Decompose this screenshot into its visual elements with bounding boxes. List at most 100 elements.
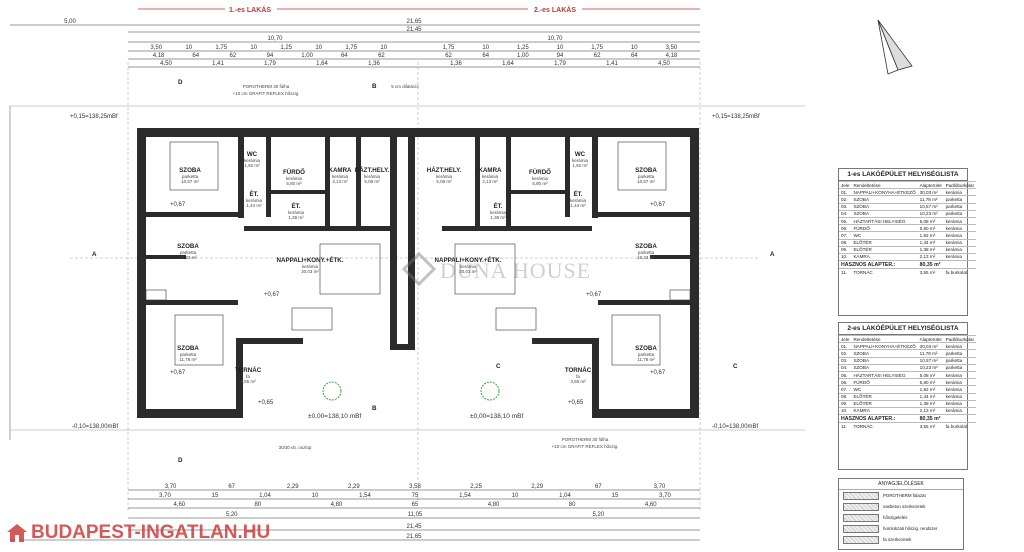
table-cell: SZOBA — [851, 356, 918, 365]
duna-house-logo-icon — [401, 251, 437, 287]
room-name: ÉT. — [494, 202, 503, 210]
table-cell: KAMRA — [851, 406, 918, 415]
col-header: Jele — [839, 180, 852, 189]
room-floor: kerámia — [570, 198, 587, 203]
legend-item: vasbeton szerkezetek — [839, 501, 963, 512]
legend-item: homlokzati hőszig. rendszer — [839, 523, 963, 534]
dim-bottom-row1: 2,29 — [531, 484, 543, 490]
table-cell: 06. — [839, 224, 852, 232]
dim-bottom-row1: 3,70 — [165, 484, 177, 490]
table-cell: 30,03 m² — [917, 342, 944, 350]
table-cell: 05. — [839, 216, 852, 225]
table-cell: 05. — [839, 370, 852, 379]
dim-bottom-row3: 80 — [255, 502, 262, 508]
table-cell: 2,13 m² — [917, 406, 944, 415]
dim-row3-right: 1,00 — [517, 53, 529, 59]
level-p065-1: +0,65 — [258, 400, 274, 406]
top-dimensions — [10, 24, 700, 68]
interior-walls — [146, 128, 690, 305]
table-cell: ELŐTÉR — [851, 245, 918, 254]
table-cell: FÜRDŐ — [851, 224, 918, 232]
room-name: SZOBA — [179, 167, 201, 174]
section-markers: A A C C D D B B — [92, 79, 775, 464]
sum-label: HASZNOS ALAPTER.: — [839, 260, 918, 269]
table-cell: 10,23 m² — [917, 209, 944, 218]
room-name: SZOBA — [177, 243, 199, 250]
dim-row4-right: 1,41 — [606, 61, 618, 67]
room-floor: parketta — [182, 174, 199, 179]
sum-label: HASZNOS ALAPTER.: — [839, 414, 918, 423]
room-name: KAMRA — [478, 167, 502, 174]
table-cell: 5,08 m² — [917, 370, 944, 379]
col-header: Jele — [839, 334, 852, 343]
table-cell: 30,03 m² — [917, 188, 944, 196]
room-area: 1,92 m² — [572, 163, 588, 168]
room-name: WC — [575, 151, 586, 158]
dim-overall-c: 21,45 — [406, 27, 422, 33]
level-bottom-left: -0,10=138,00mBf — [72, 424, 119, 430]
dim-row2-right: 1,75 — [591, 45, 603, 51]
table-cell: SZOBA — [851, 349, 918, 358]
table-cell: 01. — [839, 188, 852, 196]
table-cell: 09. — [839, 399, 852, 408]
room-name: SZOBA — [635, 243, 657, 250]
room-floor: kerámia — [490, 210, 507, 215]
level-p067-6: +0,67 — [650, 370, 666, 376]
room-floor: parketta — [180, 352, 197, 357]
dim-bottom-row2: 10 — [512, 493, 519, 499]
table-cell: KAMRA — [851, 252, 918, 261]
room-area: 30,03 m² — [301, 269, 319, 274]
dim-bottom-row2: 1,54 — [459, 493, 471, 499]
note-top-wall: POROTHERM 30 fúlha — [243, 84, 290, 89]
note-bottom-wall: POROTHERM 30 fúlha — [562, 437, 609, 442]
level-p067-2: +0,67 — [264, 292, 280, 298]
dim-bottom-row5: 21,45 — [406, 524, 422, 530]
room-floor: kerámia — [572, 158, 589, 163]
col-header: Padlóburkolat — [943, 180, 976, 189]
level-top-right: +0,15=138,25mBf — [712, 114, 760, 120]
dim-row2-left: 1,75 — [215, 45, 227, 51]
table-cell: SZOBA — [851, 195, 918, 204]
room-floor: kerámia — [246, 198, 263, 203]
dim-bottom-row2: 1,04 — [559, 493, 571, 499]
room-area: 1,38 m² — [490, 215, 506, 220]
table-cell: kerámia — [943, 238, 976, 247]
table-cell: 1,44 m² — [917, 392, 944, 401]
room-floor: kerámia — [286, 176, 303, 181]
room-name: TORNÁC — [565, 367, 592, 374]
room-floor: kerámia — [364, 174, 381, 179]
table-cell: kerámia — [943, 392, 976, 401]
brand-text: BUDAPEST-INGATLAN.HU — [31, 522, 271, 543]
table-cell: kerámia — [943, 399, 976, 408]
table-cell: SZOBA — [851, 202, 918, 211]
room-name: ÉT. — [574, 190, 583, 198]
section-d-top: D — [178, 79, 183, 86]
room-area: 5,08 m² — [436, 179, 452, 184]
dim-row4-left: 1,79 — [264, 61, 276, 67]
room-area: 3,55 m² — [570, 379, 586, 384]
room-area: 10,57 m² — [181, 179, 199, 184]
table-cell: 07. — [839, 385, 852, 393]
room-area: 1,44 m² — [246, 203, 262, 208]
table-cell: 11,78 m² — [917, 349, 944, 358]
north-arrow-icon — [877, 19, 913, 75]
table-cell: kerámia — [943, 224, 976, 232]
room-name: SZOBA — [177, 345, 199, 352]
room-name: ÉT. — [250, 190, 259, 198]
dim-row4-left: 4,50 — [160, 61, 172, 67]
table-cell: ELŐTÉR — [851, 392, 918, 401]
room-area: 10,57 m² — [637, 179, 655, 184]
dim-bottom-row3: 4,80 — [331, 502, 343, 508]
table-cell: HÁZTARTÁSI HELYISÉG — [851, 216, 918, 225]
dim-row4-right: 1,36 — [450, 61, 462, 67]
table-cell: 1,38 m² — [917, 245, 944, 254]
